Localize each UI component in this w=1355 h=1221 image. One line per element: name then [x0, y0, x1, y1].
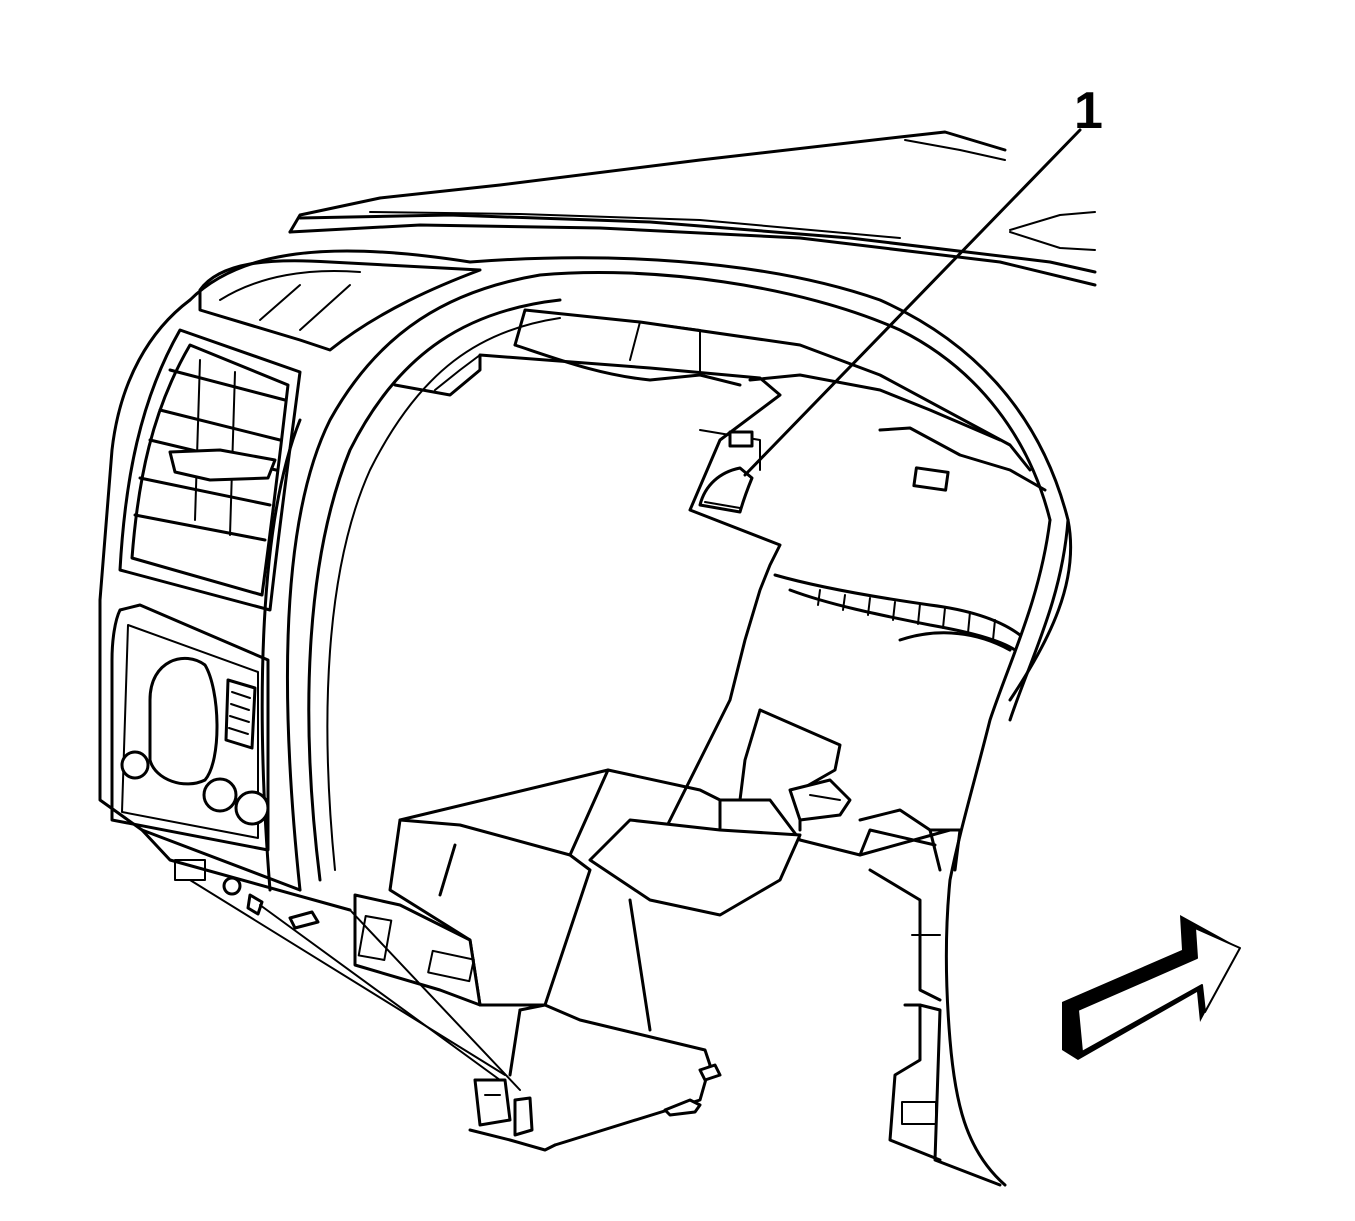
lower-center-structure — [588, 708, 962, 1002]
callout-1: 1 — [743, 82, 1103, 477]
leader-lines-lower — [189, 879, 521, 1091]
dash-pad — [288, 130, 1097, 287]
right-side-panel — [888, 518, 1070, 1187]
fastener-1 — [698, 466, 754, 514]
left-air-vent — [118, 259, 482, 612]
lower-trim-panel — [468, 898, 722, 1152]
headlamp-switch-panel — [110, 603, 270, 852]
cluster-opening — [393, 353, 782, 842]
column-opening-cover — [353, 768, 610, 1007]
upper-duct-area — [513, 308, 1047, 492]
callout-1-label: 1 — [1074, 82, 1103, 140]
cluster-bezel — [98, 249, 1073, 892]
wiring-harness — [773, 573, 1022, 652]
lower-left-trim — [140, 828, 352, 930]
forward-arrow-icon — [1062, 915, 1241, 1060]
